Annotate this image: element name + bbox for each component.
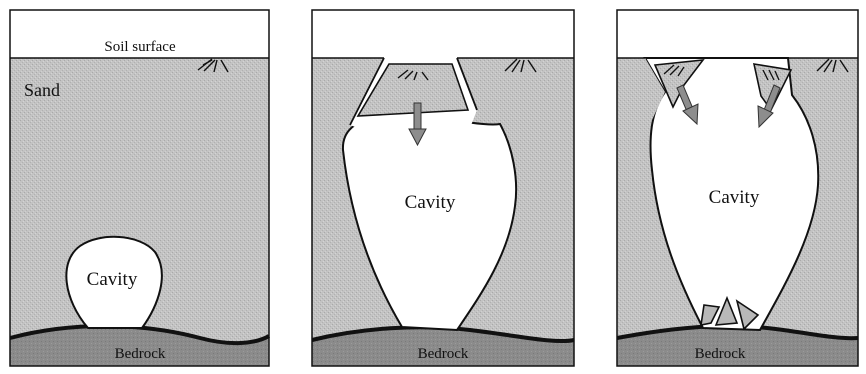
cavity-label-panel-1: Cavity — [87, 269, 138, 290]
panel-3: Cavity Bedrock — [617, 10, 858, 366]
cavity-label-panel-2: Cavity — [405, 192, 456, 213]
cavity-label-panel-3: Cavity — [709, 187, 760, 208]
panel-2: Cavity Bedrock — [312, 10, 574, 366]
bedrock-label-panel-2: Bedrock — [418, 346, 469, 362]
bedrock-label-panel-1: Bedrock — [115, 346, 166, 362]
panel-1: Soil surface Sand Cavity Bedrock — [10, 10, 269, 366]
soil-surface-label: Soil surface — [104, 39, 176, 55]
sand-label: Sand — [24, 80, 60, 100]
bedrock-label-panel-3: Bedrock — [695, 346, 746, 362]
